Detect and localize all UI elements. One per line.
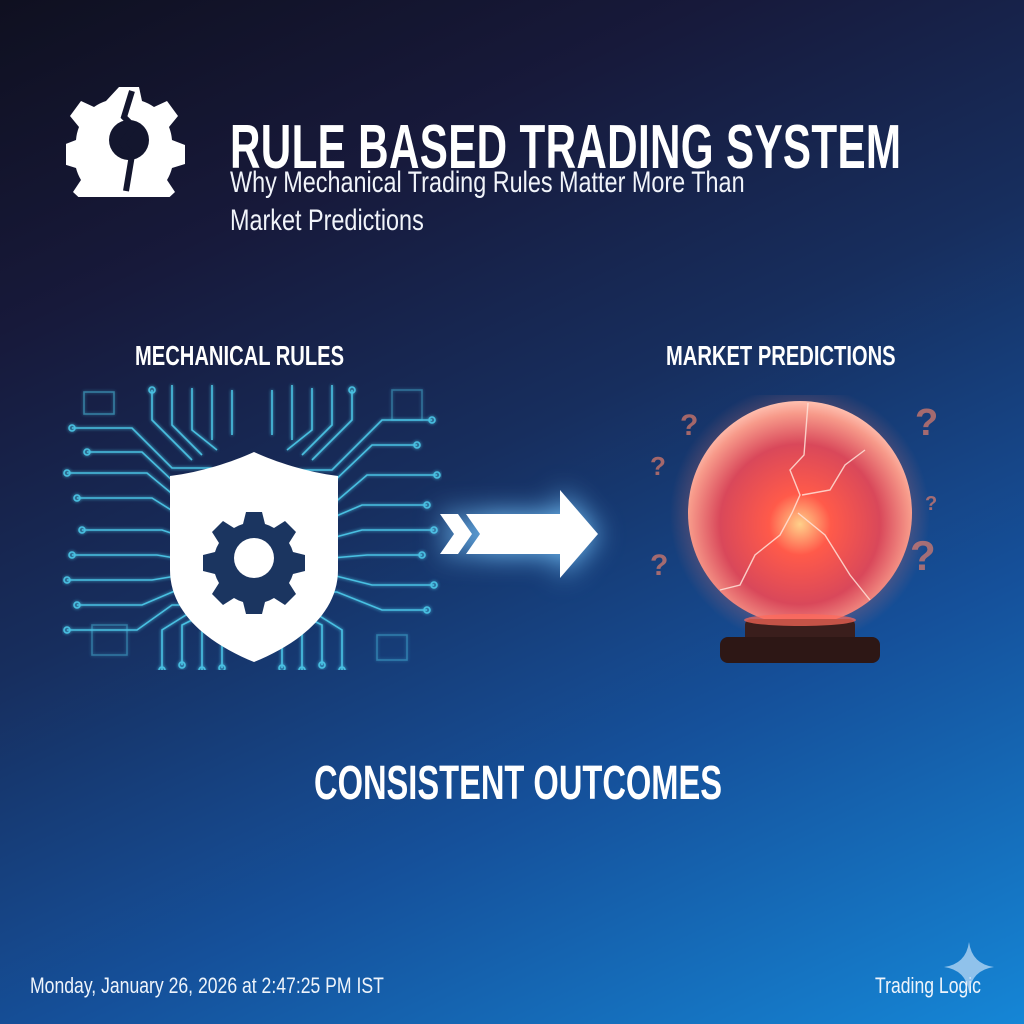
svg-text:?: ? xyxy=(650,549,668,582)
brand-name: Trading Logic xyxy=(875,973,981,998)
svg-text:?: ? xyxy=(915,402,938,444)
svg-text:?: ? xyxy=(680,409,698,442)
page-subtitle: Why Mechanical Trading Rules Matter More… xyxy=(230,164,890,240)
subtitle-line-2: Market Predictions xyxy=(230,204,424,237)
consistent-outcomes-heading: CONSISTENT OUTCOMES xyxy=(314,757,723,810)
market-predictions-label: MARKET PREDICTIONS xyxy=(666,340,896,371)
mechanical-rules-label: MECHANICAL RULES xyxy=(135,340,345,371)
shield-gear-circuit-icon xyxy=(63,385,441,670)
broken-gear-icon xyxy=(66,87,185,197)
sparkle-icon xyxy=(944,942,994,992)
timestamp: Monday, January 26, 2026 at 2:47:25 PM I… xyxy=(30,973,384,998)
double-chevron-arrow-right-icon xyxy=(440,490,598,578)
page-title: RULE BASED TRADING SYSTEM xyxy=(230,113,902,182)
cracked-crystal-ball-icon: ? ? ? ? ? ? ? xyxy=(650,395,938,663)
svg-text:?: ? xyxy=(650,451,666,481)
subtitle-line-1: Why Mechanical Trading Rules Matter More… xyxy=(230,166,745,199)
